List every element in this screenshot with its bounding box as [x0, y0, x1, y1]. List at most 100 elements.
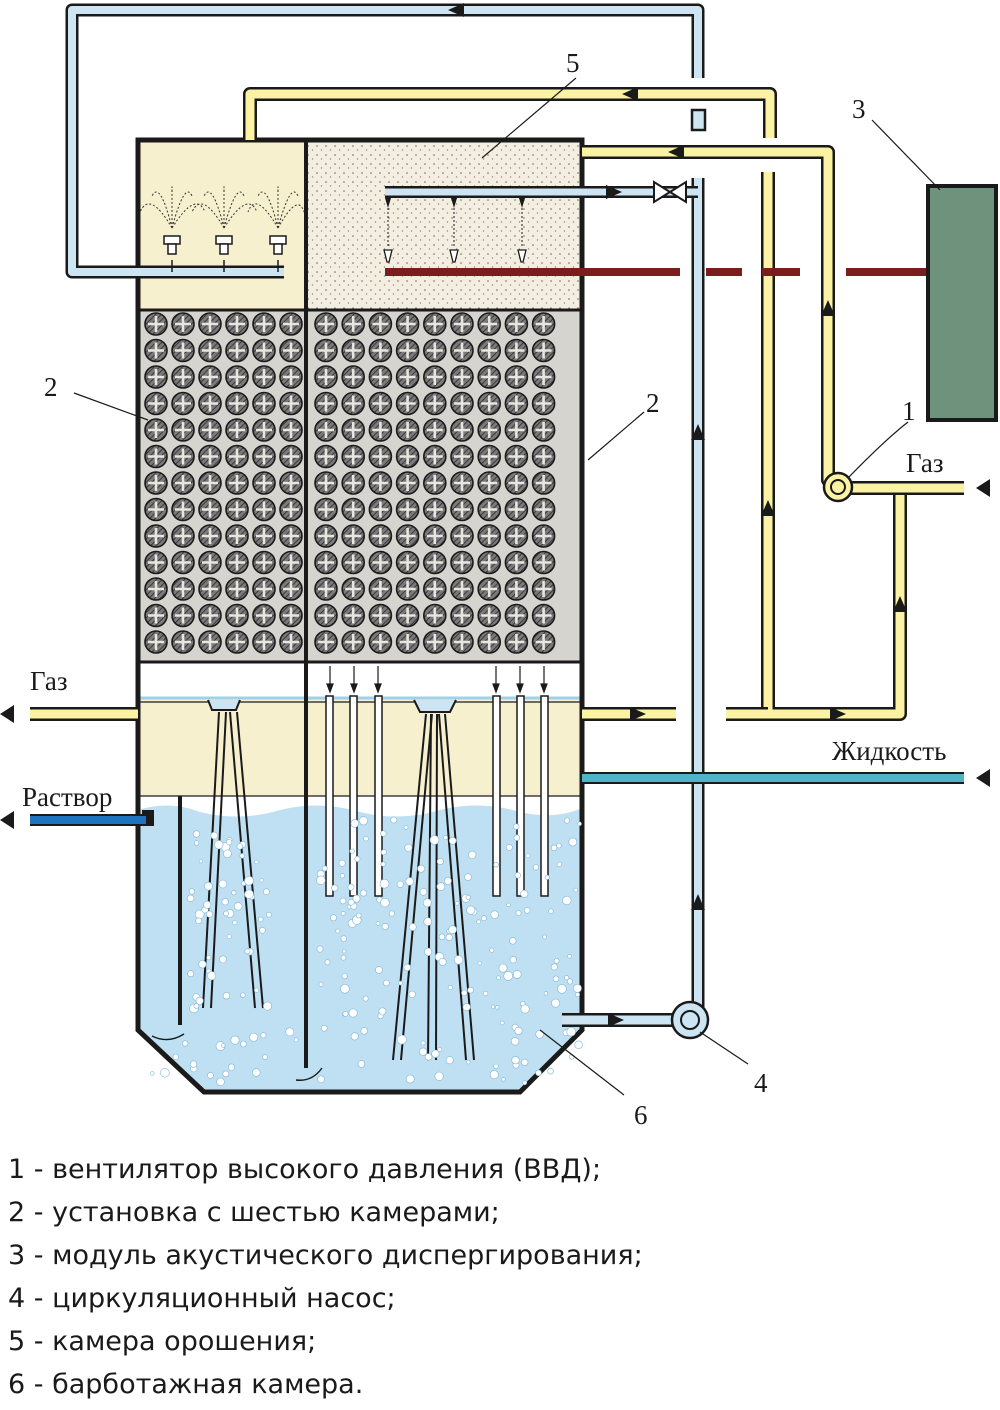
packing-ball-cross	[535, 475, 552, 491]
gas-bubble	[223, 910, 229, 917]
gas-bubble	[260, 1032, 267, 1039]
packing-ball-cross	[148, 607, 164, 624]
gas-bubble	[548, 908, 554, 915]
packing-ball-cross	[372, 501, 389, 518]
packing-ball-cross	[481, 501, 498, 518]
packing-ball-cross	[508, 342, 525, 359]
gas-bubble	[535, 1029, 545, 1039]
packing-ball-cross	[175, 607, 191, 624]
packing-ball-cross	[202, 554, 218, 571]
gas-bubble	[420, 1040, 426, 1046]
packing-ball-cross	[256, 607, 272, 624]
gas-bubble	[431, 1049, 440, 1058]
label-1: 1	[902, 396, 916, 426]
leader-lines	[73, 77, 941, 1096]
packing-ball-cross	[318, 581, 334, 597]
packing-ball-cross	[535, 448, 552, 465]
packing-ball-cross	[175, 581, 191, 597]
packing-ball-cross	[481, 475, 498, 491]
gas-bubble	[259, 926, 266, 934]
packing-ball-cross	[454, 448, 470, 465]
packing-ball-cross	[202, 422, 218, 438]
packing-ball-cross	[318, 607, 334, 624]
label-6: 6	[634, 1100, 648, 1130]
packing-ball-cross	[256, 554, 272, 571]
gas-bubble	[240, 1040, 247, 1048]
gas-bubble	[321, 865, 328, 872]
packing-ball-cross	[372, 554, 389, 571]
packing-ball-cross	[399, 422, 416, 438]
gas-bubble	[254, 859, 259, 865]
gas-bubble	[455, 901, 460, 906]
packing-ball-cross	[535, 316, 552, 332]
packing-ball-cross	[283, 342, 299, 359]
gas-bubble	[477, 960, 482, 966]
packing-ball-cross	[372, 316, 389, 332]
label-2-left: 2	[44, 372, 58, 402]
packing-ball-cross	[535, 395, 552, 412]
gas-bubble	[521, 1058, 529, 1066]
gas-bubble	[464, 873, 472, 881]
packing-ball-cross	[148, 342, 164, 359]
packing-ball-cross	[345, 448, 362, 465]
light-blue-return-pipe	[65, 3, 707, 1027]
packing-ball-cross	[399, 316, 416, 332]
gas-bubble	[493, 861, 499, 868]
gas-bubble	[316, 945, 324, 953]
packing-ball-cross	[175, 501, 191, 518]
gas-bubble	[491, 1004, 496, 1009]
packing-ball-cross	[481, 395, 498, 412]
gas-bubble	[198, 859, 203, 864]
gas-bubble	[509, 956, 517, 964]
packing-ball-cross	[229, 501, 245, 518]
packing-ball-cross	[345, 395, 362, 412]
packing-ball-cross	[345, 422, 362, 438]
gas-bubble	[520, 1004, 530, 1014]
gas-bubble	[445, 933, 453, 942]
packing-ball-cross	[508, 501, 525, 518]
solution-pipe	[30, 810, 154, 826]
gas-bubble	[375, 966, 383, 974]
gas-bubble	[316, 875, 326, 885]
gas-bubble	[574, 1040, 583, 1050]
gas-bubble	[357, 1060, 366, 1068]
packing-ball-cross	[202, 634, 218, 650]
packing-ball-cross	[148, 395, 164, 412]
gas-bubble	[355, 912, 362, 919]
gas-bubble	[438, 957, 447, 966]
bubbling-tubes	[202, 666, 549, 1061]
gas-bubble	[236, 843, 244, 850]
gas-bubble	[577, 821, 582, 826]
gas-bubble	[378, 1007, 387, 1016]
packing-ball-cross	[426, 316, 443, 332]
gas-bubble	[465, 894, 471, 900]
gas-bubble	[214, 840, 224, 850]
packing-ball-cross	[345, 369, 362, 385]
gas-bubble	[359, 889, 367, 897]
gas-bubble	[335, 928, 341, 934]
packing-ball-cross	[426, 528, 443, 544]
packing-ball-cross	[508, 422, 525, 438]
gas-bubble	[495, 1005, 500, 1010]
label-2-right: 2	[646, 388, 660, 418]
packing-ball-cross	[454, 501, 470, 518]
gas-bubble	[265, 911, 272, 918]
gas-bubble	[340, 935, 347, 942]
packing-ball-cross	[454, 422, 470, 438]
gas-bubble	[150, 1071, 155, 1076]
packing-ball-cross	[399, 342, 416, 359]
packing-ball-cross	[426, 501, 443, 518]
gas-bubble	[226, 839, 233, 846]
packing-ball-cross	[175, 316, 191, 332]
gas-bubble	[340, 954, 347, 961]
packing-ball-cross	[426, 369, 443, 385]
gas-bubble	[544, 874, 550, 880]
gas-bubble	[193, 1003, 200, 1009]
gas-bubble	[380, 849, 387, 856]
gas-bubble	[204, 881, 213, 891]
gas-bubble	[511, 1056, 520, 1065]
gas-bubble	[417, 864, 425, 873]
gas-bubble	[230, 1035, 240, 1045]
gas-bubble	[207, 1072, 214, 1079]
gas-bubble	[350, 1032, 359, 1041]
